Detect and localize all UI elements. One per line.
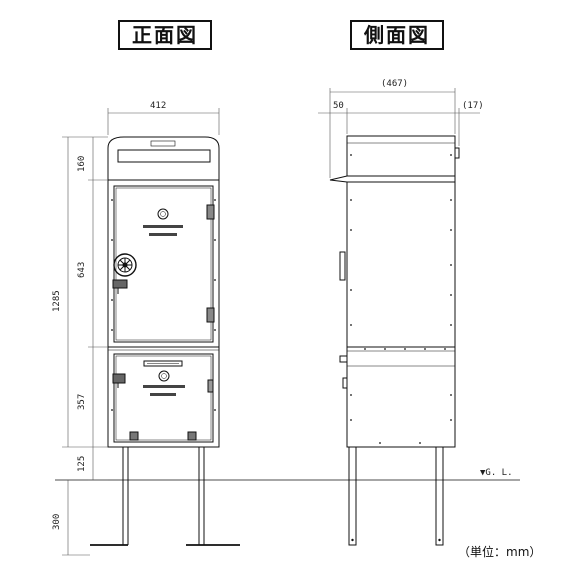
- lower-hinge-left: [129, 431, 139, 441]
- dim-side-right: (17): [462, 101, 484, 111]
- dial-lock: [113, 253, 137, 277]
- dim-total: 1285: [52, 290, 62, 312]
- side-hood: [329, 175, 456, 183]
- side-view-title: 側面図: [350, 20, 444, 50]
- dim-lower: 357: [77, 393, 87, 410]
- upper-hinge-top: [206, 204, 215, 220]
- lower-hinge-right: [187, 431, 197, 441]
- side-rivets: [350, 154, 452, 444]
- upper-plate-line2: [149, 233, 177, 236]
- side-body: [346, 181, 456, 448]
- ground-level-label: ▼G. L.: [480, 468, 513, 478]
- front-view-title: 正面図: [118, 20, 212, 50]
- side-leg-rear: [435, 446, 444, 546]
- upper-latch: [112, 279, 128, 289]
- unit-label: （単位：mm）: [458, 545, 542, 559]
- lower-door: [113, 353, 214, 443]
- mail-slot: [117, 149, 211, 163]
- front-view: [90, 136, 240, 546]
- dim-top: 160: [77, 155, 87, 172]
- lower-door-inner: [115, 355, 212, 441]
- side-top-box: [346, 135, 456, 177]
- side-dimensions: [318, 88, 480, 178]
- front-dimensions: [62, 108, 220, 556]
- dim-side-left: 50: [333, 101, 344, 111]
- right-side-bracket: [207, 379, 214, 393]
- upper-hinge-bottom: [206, 307, 215, 323]
- side-view: [329, 135, 460, 546]
- lower-latch: [112, 373, 126, 384]
- post-label: [150, 140, 176, 147]
- side-handle: [339, 251, 346, 281]
- side-rear-knob: [454, 147, 460, 159]
- lower-plate-line1: [143, 385, 185, 388]
- side-left-tab: [342, 377, 348, 389]
- dim-side-depth: (467): [381, 79, 409, 89]
- upper-plate-line1: [143, 225, 183, 228]
- lower-handle: [143, 360, 183, 367]
- dim-leg: 300: [52, 513, 62, 530]
- front-body: [107, 179, 220, 448]
- upper-emblem: [157, 208, 169, 220]
- upper-door-inner: [115, 187, 212, 341]
- side-leg-front: [348, 446, 357, 546]
- front-rivets: [111, 199, 216, 411]
- side-small-bracket: [339, 355, 348, 363]
- lower-emblem: [158, 370, 170, 382]
- front-top-cap: [107, 136, 220, 181]
- dim-width: 412: [150, 101, 167, 111]
- lower-plate-line2: [150, 393, 176, 396]
- dim-bottom: 125: [77, 455, 87, 472]
- dim-door: 643: [77, 261, 87, 278]
